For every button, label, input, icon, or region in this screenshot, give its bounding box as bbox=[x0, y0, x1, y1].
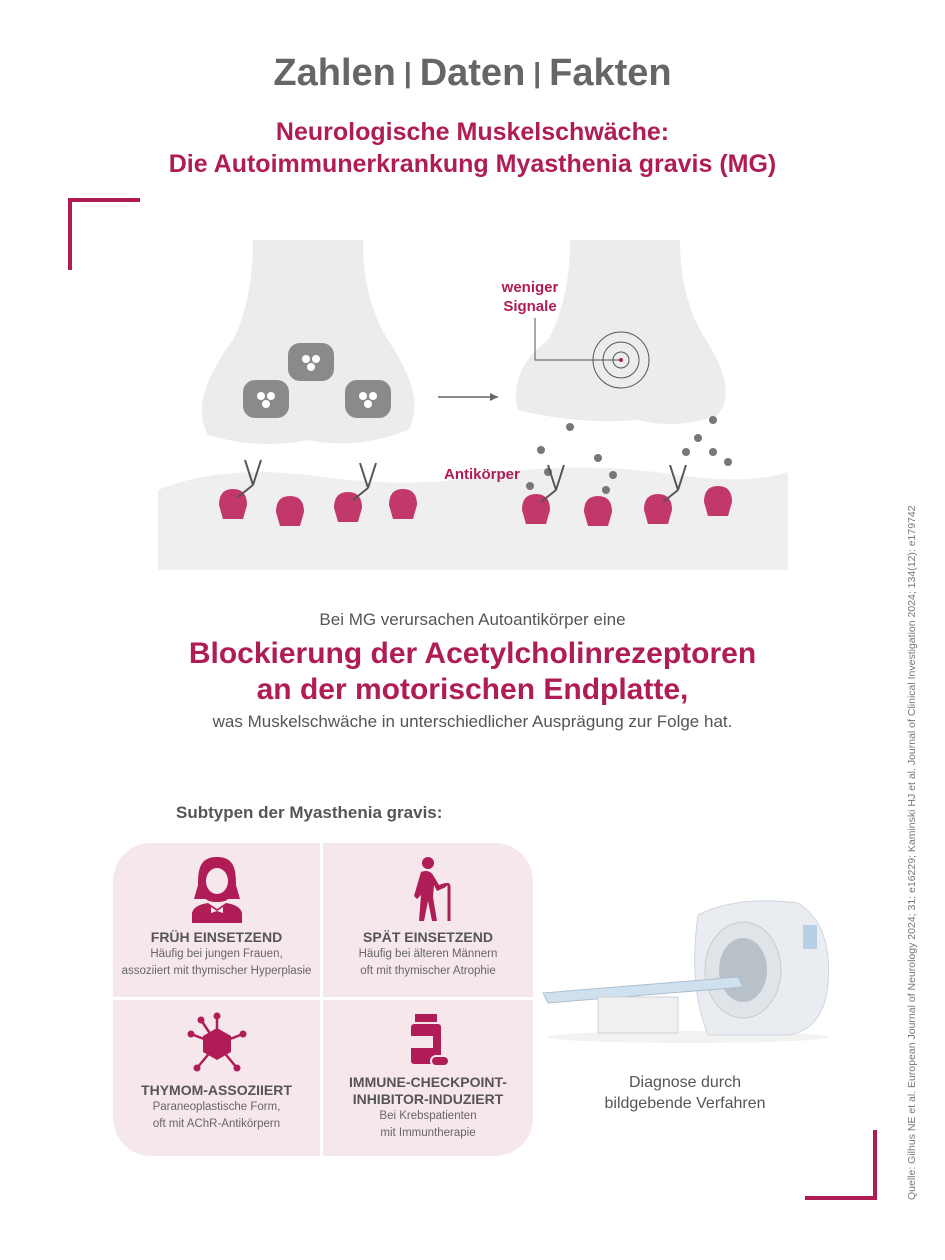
subtypes-grid: FRÜH EINSETZEND Häufig bei jungen Frauen… bbox=[113, 843, 533, 1156]
tumor-cell-icon bbox=[187, 1012, 246, 1071]
subtitle: Neurologische Muskelschwäche: Die Autoimm… bbox=[0, 116, 945, 180]
subtype-desc: assoziiert mit thymischer Hyperplasie bbox=[121, 965, 312, 977]
intro-text: Bei MG verursachen Autoantikörper eine bbox=[319, 610, 626, 629]
headline-line: Blockierung der Acetylcholinrezeptoren bbox=[188, 637, 757, 670]
subtype-desc: Paraneoplastische Form, bbox=[152, 1100, 281, 1113]
medication-icon bbox=[411, 1013, 450, 1067]
receptor bbox=[704, 486, 732, 516]
receptor bbox=[276, 496, 304, 526]
subtitle-line: Die Autoimmunerkrankung Myasthenia gravi… bbox=[168, 150, 777, 178]
subtype-title: THYMOM-ASSOZIIERT bbox=[141, 1081, 292, 1098]
elderly-person-icon bbox=[414, 857, 451, 921]
subtype-desc: oft mit AChR-Antikörpern bbox=[152, 1117, 281, 1130]
subtype-title: SPÄT EINSETZEND bbox=[363, 929, 493, 945]
title-part: Fakten bbox=[549, 52, 672, 94]
corner-decoration bbox=[68, 198, 140, 270]
caption-line: bildgebende Verfahren bbox=[604, 1095, 766, 1112]
label-line: weniger bbox=[501, 279, 559, 296]
synapse-diagram bbox=[158, 240, 788, 570]
receptor bbox=[389, 489, 417, 519]
mri-scanner-image bbox=[542, 900, 830, 1043]
muscle-membrane bbox=[158, 467, 788, 570]
page-title: Zahlen|Daten|Fakten bbox=[0, 52, 945, 95]
subtype-desc: Bei Krebspatienten bbox=[379, 1109, 477, 1122]
title-separator: | bbox=[533, 57, 542, 88]
source-citation: Quelle: Gilhus NE et al. European Journa… bbox=[906, 505, 918, 1200]
mri-caption: Diagnose durch bildgebende Verfahren bbox=[580, 1072, 790, 1114]
title-separator: | bbox=[403, 57, 412, 88]
subtypes-title: Subtypen der Myasthenia gravis: bbox=[176, 803, 443, 822]
consequence-text: was Muskelschwäche in unterschiedlicher … bbox=[212, 712, 733, 731]
label-line: Signale bbox=[503, 298, 557, 315]
subtype-desc: Häufig bei älteren Männern bbox=[358, 948, 498, 960]
subtype-title: IMMUNE-CHECKPOINT- bbox=[349, 1073, 507, 1090]
title-part: Daten bbox=[419, 52, 526, 94]
antibody bbox=[237, 459, 262, 498]
subtype-thymoma: THYMOM-ASSOZIIERT Paraneoplastische Form… bbox=[113, 999, 323, 1156]
subtype-checkpoint-inhibitor: IMMUNE-CHECKPOINT- INHIBITOR-INDUZIERT B… bbox=[323, 1000, 533, 1157]
subtype-late-onset: SPÄT EINSETZEND Häufig bei älteren Männe… bbox=[323, 843, 533, 1000]
antibody bbox=[540, 464, 565, 503]
title-part: Zahlen bbox=[273, 52, 396, 94]
antibody bbox=[352, 462, 377, 501]
subtype-desc: Häufig bei jungen Frauen, bbox=[150, 948, 283, 960]
corner-decoration bbox=[805, 1130, 877, 1200]
subtype-early-onset: FRÜH EINSETZEND Häufig bei jungen Frauen… bbox=[113, 843, 323, 1000]
caption-line: Diagnose durch bbox=[628, 1074, 742, 1091]
acetylcholine-receptors bbox=[219, 459, 732, 526]
woman-icon bbox=[191, 857, 242, 923]
subtype-title: FRÜH EINSETZEND bbox=[150, 929, 283, 945]
headline-line: an der motorischen Endplatte, bbox=[256, 673, 689, 706]
subtype-desc: mit Immuntherapie bbox=[380, 1126, 476, 1139]
subtype-title: INHIBITOR-INDUZIERT bbox=[352, 1090, 504, 1107]
subtitle-line: Neurologische Muskelschwäche: bbox=[275, 118, 670, 146]
antibody bbox=[662, 464, 687, 503]
subtype-desc: oft mit thymischer Atrophie bbox=[360, 965, 496, 977]
receptor bbox=[584, 496, 612, 526]
antibodies-label: Antikörper bbox=[444, 466, 520, 483]
vesicles bbox=[243, 343, 391, 418]
